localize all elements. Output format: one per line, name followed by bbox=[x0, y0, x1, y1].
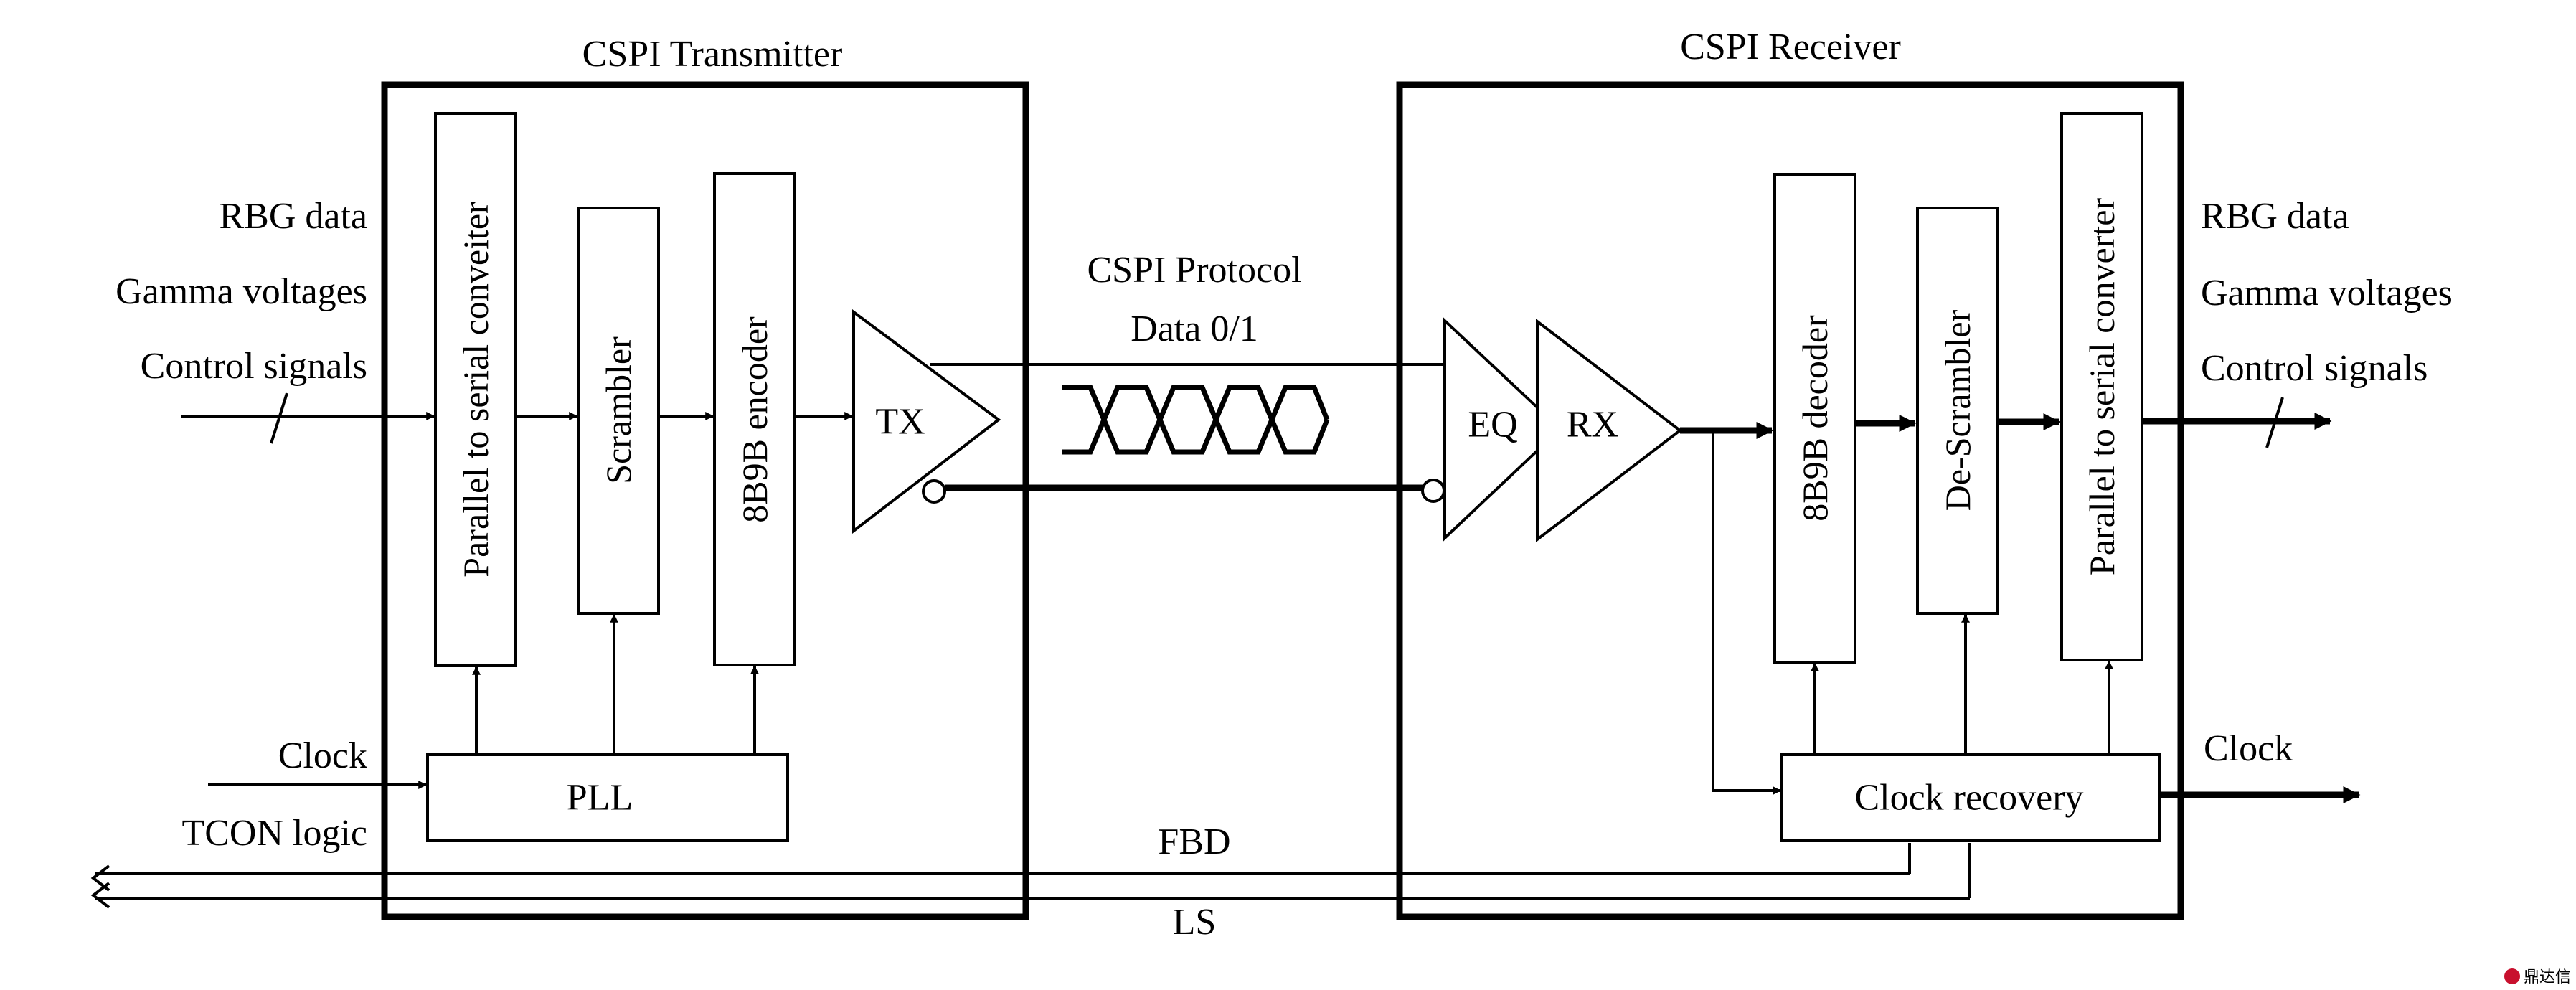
clock-recovery-label: Clock recovery bbox=[1854, 778, 2083, 819]
channel-protocol-label: CSPI Protocol bbox=[1087, 250, 1301, 291]
decoder-block bbox=[1773, 173, 1856, 664]
watermark-text: 鼎达信 bbox=[2524, 968, 2571, 986]
tx-input-clock: Clock bbox=[278, 735, 367, 776]
descrambler-label: De-Scrambler bbox=[1938, 309, 1978, 511]
ls-label: LS bbox=[1173, 902, 1217, 943]
pll-label: PLL bbox=[567, 778, 633, 819]
transmitter-box bbox=[381, 81, 1029, 920]
p2s-label: Parallel to serial conveiter bbox=[456, 202, 496, 578]
eq-inversion-bubble bbox=[1421, 478, 1445, 503]
eq-block bbox=[1443, 317, 1562, 542]
rx-output-clock: Clock bbox=[2204, 728, 2293, 769]
rx-bus-slash bbox=[2265, 397, 2284, 448]
rx-output-rgb: RBG data bbox=[2201, 196, 2349, 237]
channel-data-label: Data 0/1 bbox=[1131, 308, 1258, 349]
rx-label: RX bbox=[1567, 405, 1618, 446]
receiver-title: CSPI Receiver bbox=[1680, 27, 1901, 67]
p2s-block bbox=[434, 112, 517, 667]
rx-output-control: Control signals bbox=[2201, 348, 2428, 389]
decoder-label: 8B9B decoder bbox=[1795, 315, 1835, 522]
s2p-label: Parallel to serial converter bbox=[2082, 198, 2122, 575]
rx-output-gamma: Gamma voltages bbox=[2201, 273, 2453, 314]
eye-pattern bbox=[1062, 385, 1330, 455]
tx-driver bbox=[852, 309, 1001, 534]
feedback-lines bbox=[90, 843, 1971, 909]
fbd-label: FBD bbox=[1158, 821, 1230, 862]
tx-input-tcon: TCON logic bbox=[181, 813, 367, 854]
tx-input-control: Control signals bbox=[141, 346, 367, 387]
watermark-logo: 鼎达信 bbox=[2504, 968, 2571, 986]
eq-label: EQ bbox=[1468, 405, 1517, 446]
tx-input-gamma: Gamma voltages bbox=[115, 271, 367, 312]
rx-signal-arrows bbox=[1680, 412, 2361, 803]
receiver-box bbox=[1396, 81, 2184, 920]
rx-block bbox=[1536, 318, 1683, 543]
encoder-label: 8B9B encoder bbox=[735, 316, 775, 523]
scrambler-block bbox=[577, 207, 660, 615]
scrambler-label: Scrambler bbox=[598, 336, 638, 484]
pll-block bbox=[426, 753, 789, 842]
tx-signal-arrows bbox=[472, 412, 854, 755]
s2p-block bbox=[2060, 112, 2143, 661]
transmitter-title: CSPI Transmitter bbox=[582, 34, 843, 75]
tx-inversion-bubble bbox=[922, 479, 946, 504]
encoder-block bbox=[713, 172, 796, 666]
tx-input-rgb: RBG data bbox=[219, 196, 367, 237]
tx-bus-slash bbox=[270, 392, 288, 444]
clock-recovery-block bbox=[1780, 753, 2161, 842]
tx-label: TX bbox=[875, 402, 925, 443]
descrambler-block bbox=[1916, 207, 1999, 615]
